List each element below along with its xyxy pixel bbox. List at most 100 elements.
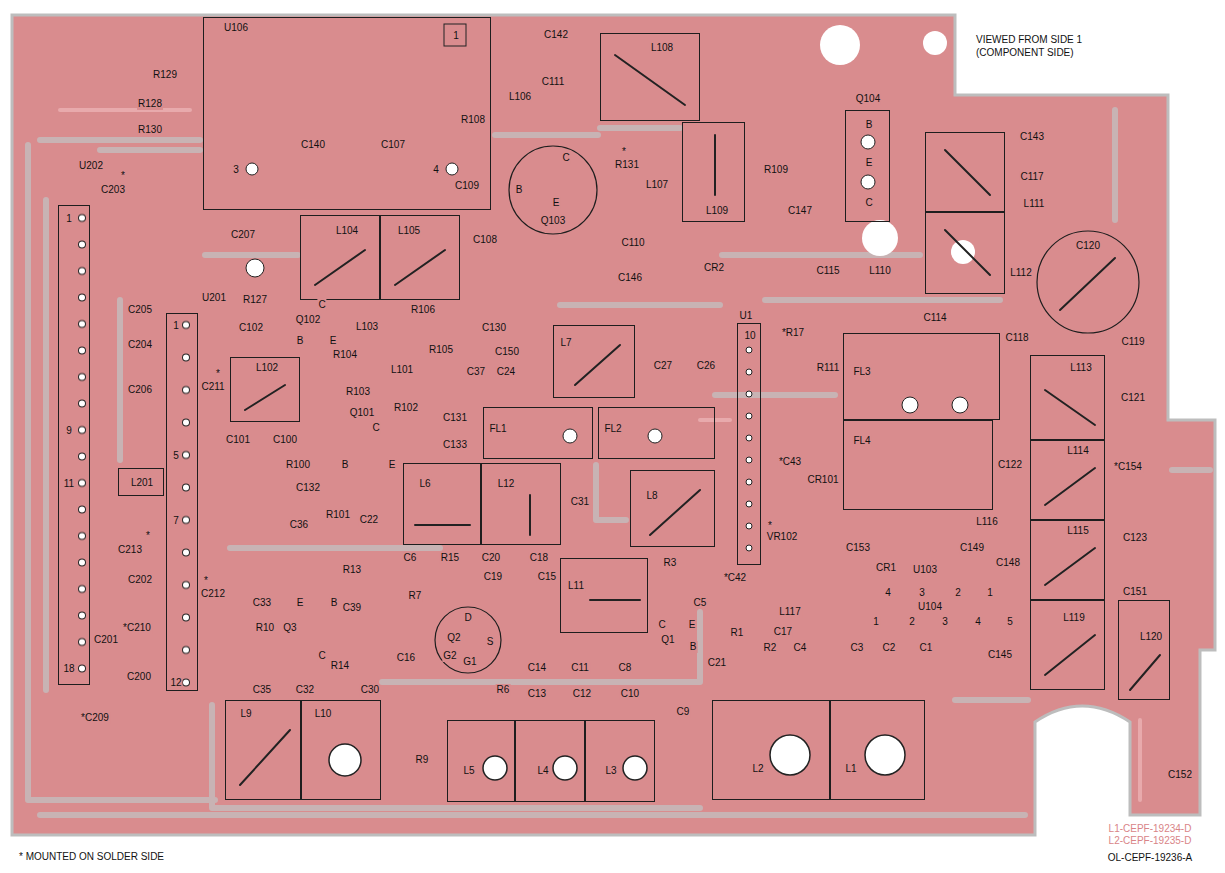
- part-label: L4: [536, 765, 549, 777]
- part-label: R101: [325, 509, 351, 521]
- part-label: Q104: [855, 93, 881, 105]
- part-label: L2-CEPF-19235-D: [1108, 835, 1193, 847]
- inductor-coil: [1045, 468, 1095, 505]
- part-label: R131: [614, 159, 640, 171]
- part-label: 5: [172, 450, 180, 462]
- part-label: 1: [172, 320, 180, 332]
- part-label: R2: [763, 642, 778, 654]
- part-label: Q1: [660, 634, 675, 646]
- component-outline: L105: [380, 215, 460, 300]
- component-outline: L119: [1030, 600, 1105, 690]
- part-label: L120: [1139, 631, 1163, 643]
- part-label: C152: [1167, 769, 1193, 781]
- part-label: L113: [1069, 362, 1093, 374]
- part-label: C145: [987, 649, 1013, 661]
- part-label: Q2: [446, 632, 461, 644]
- part-label: C133: [442, 439, 468, 451]
- part-label: L12: [497, 478, 516, 490]
- inductor-coil: [529, 495, 531, 535]
- copper-trace: [117, 300, 123, 460]
- component-outline: L8: [630, 470, 715, 547]
- part-label: C118: [1004, 332, 1029, 344]
- part-label: L10: [314, 708, 333, 720]
- part-label: VR102: [766, 531, 799, 543]
- part-label: L3: [604, 765, 617, 777]
- part-label: C5: [693, 597, 708, 609]
- inductor-coil: [315, 250, 365, 285]
- part-label: CR1: [875, 562, 897, 574]
- component-outline: L6: [403, 463, 481, 545]
- part-label: R3: [663, 557, 678, 569]
- inductor-coil: [615, 55, 685, 105]
- part-label: C140: [300, 139, 326, 151]
- part-label: L104: [335, 225, 359, 237]
- part-label: *R17: [781, 327, 805, 339]
- part-label: C123: [1122, 532, 1148, 544]
- pcb-board: [12, 15, 1215, 835]
- copper-trace: [40, 137, 200, 143]
- round-component-outline: CBEQ103: [508, 145, 598, 235]
- component-outline: Q104BEC: [845, 110, 890, 222]
- part-label: 1: [65, 213, 73, 225]
- part-label: L106: [508, 91, 532, 103]
- copper-trace: [1138, 720, 1142, 800]
- part-label: U202: [78, 160, 104, 172]
- copper-trace: [382, 612, 700, 682]
- part-label: *C43: [778, 456, 802, 468]
- part-label: C2: [882, 642, 897, 654]
- part-label: E: [329, 335, 338, 347]
- ic-pads: [78, 205, 86, 682]
- part-label: 3: [941, 616, 949, 628]
- part-label: *: [215, 368, 221, 380]
- component-outline: L201: [118, 468, 164, 496]
- mounting-hole: [951, 240, 975, 264]
- copper-trace: [600, 125, 680, 131]
- component-outline: FL2: [598, 407, 715, 459]
- part-label: 11: [63, 478, 75, 490]
- part-label: 5: [1006, 616, 1014, 628]
- part-label: C205: [127, 304, 153, 316]
- part-label: C11: [570, 662, 590, 674]
- inductor-coil: [245, 385, 285, 410]
- part-label: Q3: [282, 622, 297, 634]
- part-label: B: [296, 335, 305, 347]
- part-label: R6: [496, 684, 511, 696]
- component-outline: L1: [830, 700, 925, 800]
- coil-form: [623, 756, 647, 780]
- component-outline: L7: [553, 325, 635, 398]
- part-label: C17: [773, 626, 793, 638]
- part-label: B: [865, 119, 874, 131]
- part-label: L107: [645, 179, 669, 191]
- part-label: L11: [567, 580, 585, 592]
- part-label: C111: [541, 76, 565, 88]
- ic-pads: [182, 309, 190, 699]
- part-label: 12: [169, 677, 182, 689]
- component-outline: L4: [515, 720, 585, 802]
- part-label: C33: [252, 597, 272, 609]
- part-label: *: [120, 170, 126, 182]
- part-label: R127: [242, 294, 268, 306]
- part-label: *C210: [122, 622, 152, 634]
- part-label: Q103: [540, 215, 566, 227]
- part-label: C132: [295, 482, 321, 494]
- part-label: C8: [618, 662, 633, 674]
- copper-trace: [765, 297, 1000, 303]
- component-outline: FL3: [843, 333, 1000, 420]
- circle-outline-shape: [435, 607, 501, 673]
- part-label: L116: [975, 516, 999, 528]
- part-label: C122: [997, 459, 1023, 471]
- part-label: C: [864, 197, 873, 209]
- part-label: B: [341, 459, 350, 471]
- part-label: C200: [126, 671, 152, 683]
- part-label: B: [330, 597, 339, 609]
- part-label: L2: [751, 763, 764, 775]
- part-label: R128: [137, 98, 163, 110]
- part-label: L108: [650, 42, 674, 54]
- component-outline: L11: [560, 558, 648, 633]
- part-label: L5: [462, 765, 475, 777]
- copper-trace: [28, 145, 215, 800]
- part-label: *: [145, 530, 151, 542]
- part-label: L7: [559, 337, 572, 349]
- part-label: C202: [127, 574, 153, 586]
- pad: [902, 397, 918, 413]
